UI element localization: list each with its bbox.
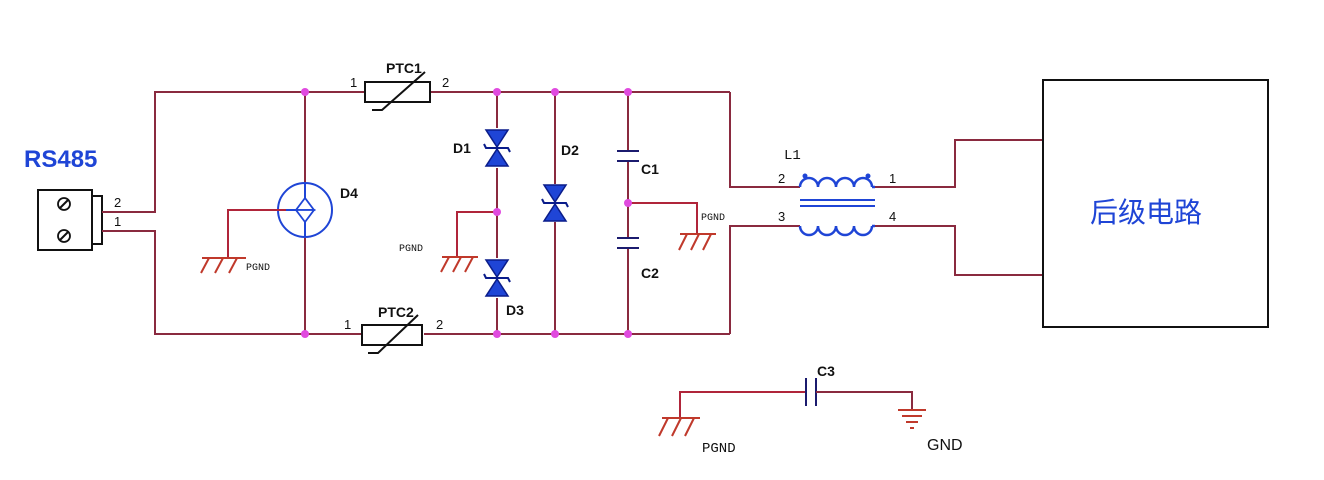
l1-pin4: 4 bbox=[889, 209, 896, 224]
pgnd-mid-symbol bbox=[440, 211, 497, 273]
rs485-connector bbox=[37, 189, 103, 251]
c3-capacitor bbox=[679, 378, 913, 418]
c2-capacitor bbox=[617, 237, 639, 249]
d2-tvs-diode bbox=[541, 184, 569, 222]
pgnd-c3-label: PGND bbox=[702, 441, 736, 457]
ptc1-pin2: 2 bbox=[442, 75, 449, 90]
gnd-symbol bbox=[898, 409, 926, 429]
c2-ref: C2 bbox=[641, 265, 659, 281]
c3-ref: C3 bbox=[817, 363, 835, 379]
d3-ref: D3 bbox=[506, 302, 524, 318]
connector-pin-bottom: 1 bbox=[114, 214, 121, 229]
block-label: 后级电路 bbox=[1090, 196, 1202, 229]
ptc2-pin1: 1 bbox=[344, 317, 351, 332]
pgnd-d4-label: PGND bbox=[246, 263, 270, 274]
pgnd-d4-symbol bbox=[200, 209, 286, 274]
ptc1-thermistor bbox=[364, 71, 431, 111]
gnd-label: GND bbox=[927, 437, 963, 454]
junction-dots bbox=[301, 88, 632, 338]
c1-capacitor bbox=[617, 150, 639, 162]
d4-bidirectional-diode bbox=[277, 182, 333, 238]
d4-ref: D4 bbox=[340, 185, 358, 201]
c1-ref: C1 bbox=[641, 161, 659, 177]
d1-tvs-diode bbox=[483, 129, 511, 167]
pgnd-cap-label: PGND bbox=[701, 213, 725, 224]
ptc2-pin2: 2 bbox=[436, 317, 443, 332]
d3-tvs-diode bbox=[483, 259, 511, 297]
wires bbox=[102, 91, 1043, 335]
ptc1-pin1: 1 bbox=[350, 75, 357, 90]
downstream-circuit-block bbox=[1042, 79, 1269, 328]
l1-pin1: 1 bbox=[889, 171, 896, 186]
l1-common-mode-choke bbox=[798, 173, 875, 237]
l1-pin3: 3 bbox=[778, 209, 785, 224]
l1-pin2: 2 bbox=[778, 171, 785, 186]
d2-ref: D2 bbox=[561, 142, 579, 158]
connector-pin-top: 2 bbox=[114, 195, 121, 210]
pgnd-mid-label: PGND bbox=[399, 244, 423, 255]
pgnd-cap-symbol bbox=[628, 202, 716, 251]
connector-title: RS485 bbox=[24, 146, 97, 173]
l1-ref: L1 bbox=[784, 148, 801, 164]
ptc2-thermistor bbox=[361, 314, 423, 354]
d1-ref: D1 bbox=[453, 140, 471, 156]
pgnd-c3-symbol bbox=[658, 417, 700, 437]
ptc2-ref: PTC2 bbox=[378, 304, 414, 320]
ptc1-ref: PTC1 bbox=[386, 60, 422, 76]
